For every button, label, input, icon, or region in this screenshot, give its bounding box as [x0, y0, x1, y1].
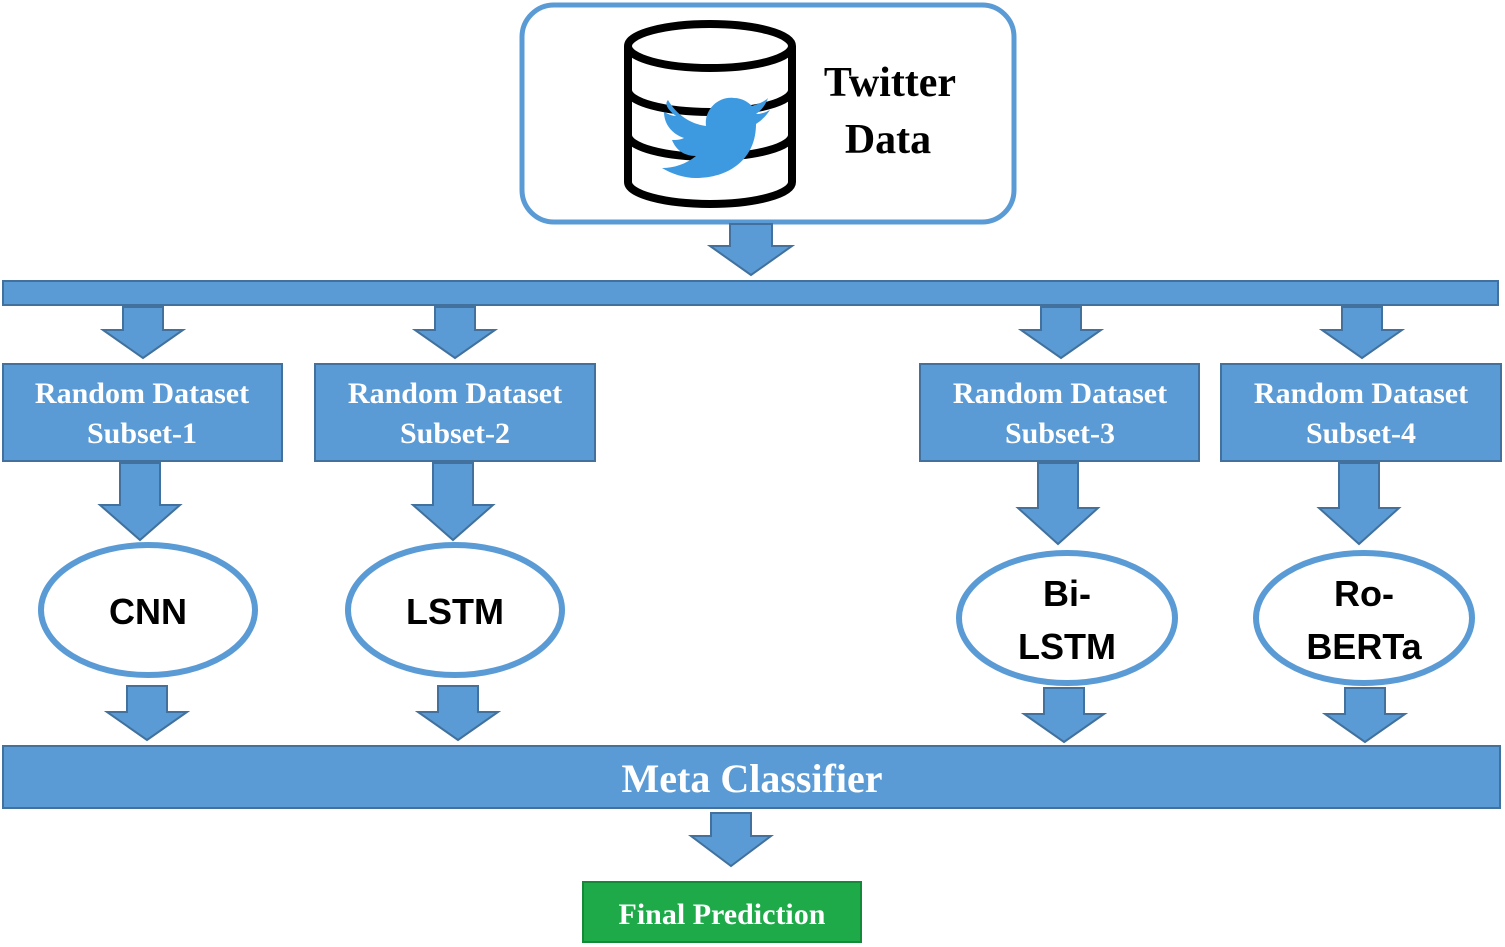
model-node-cnn: CNN [38, 542, 258, 678]
subset-1-line2: Subset-1 [87, 417, 197, 450]
model-node-bilstm: Bi- LSTM [956, 550, 1178, 686]
arrow-bilstm-to-meta [1020, 687, 1108, 744]
database-twitter-icon [624, 20, 796, 208]
model-node-roberta: Ro- BERTa [1253, 550, 1475, 686]
final-prediction-label: Final Prediction [619, 898, 826, 931]
arrows-models-to-meta [103, 685, 1409, 744]
subset-3-line1: Random Dataset [953, 377, 1167, 410]
arrow-to-subset-2 [411, 306, 499, 360]
twitter-bird-icon [662, 97, 770, 178]
subset-4-line1: Random Dataset [1254, 377, 1468, 410]
distribution-bar [2, 280, 1499, 306]
arrows-bar-to-subsets [99, 306, 1406, 360]
model-lstm-label: LSTM [406, 591, 504, 632]
arrow-to-model-bilstm [1015, 462, 1101, 546]
source-title-line1: Twitter [824, 60, 956, 106]
subset-box-1: Random Dataset Subset-1 [2, 363, 283, 462]
subset-1-line1: Random Dataset [35, 377, 249, 410]
arrow-to-model-roberta [1316, 462, 1402, 546]
arrow-meta-to-final [688, 812, 774, 868]
arrow-to-model-cnn [97, 462, 183, 542]
source-title-line2: Data [845, 117, 931, 163]
model-bilstm-line2: LSTM [1018, 626, 1116, 667]
meta-classifier-label: Meta Classifier [621, 756, 882, 801]
arrow-cnn-to-meta [103, 685, 191, 742]
model-roberta-line2: BERTa [1306, 626, 1422, 667]
twitter-data-box: Twitter Data [519, 2, 1017, 225]
model-roberta-line1: Ro- [1334, 573, 1394, 614]
arrow-to-model-lstm [410, 462, 496, 542]
arrow-lstm-to-meta [414, 685, 502, 742]
model-node-lstm: LSTM [345, 542, 565, 678]
subset-box-4: Random Dataset Subset-4 [1220, 363, 1502, 462]
model-cnn-label: CNN [109, 591, 187, 632]
arrows-subsets-to-models [97, 462, 1402, 546]
arrow-to-subset-3 [1017, 306, 1105, 360]
subset-box-3: Random Dataset Subset-3 [919, 363, 1200, 462]
model-bilstm-line1: Bi- [1043, 573, 1091, 614]
arrow-source-to-bar [706, 223, 796, 277]
arrow-to-subset-4 [1318, 306, 1406, 360]
arrow-to-subset-1 [99, 306, 187, 360]
subset-box-2: Random Dataset Subset-2 [314, 363, 596, 462]
subset-3-line2: Subset-3 [1005, 417, 1115, 450]
arrow-roberta-to-meta [1321, 687, 1409, 744]
subset-4-line2: Subset-4 [1306, 417, 1416, 450]
subset-2-line2: Subset-2 [400, 417, 510, 450]
final-prediction-box: Final Prediction [582, 881, 862, 943]
meta-classifier-bar: Meta Classifier [2, 745, 1501, 809]
subset-2-line1: Random Dataset [348, 377, 562, 410]
